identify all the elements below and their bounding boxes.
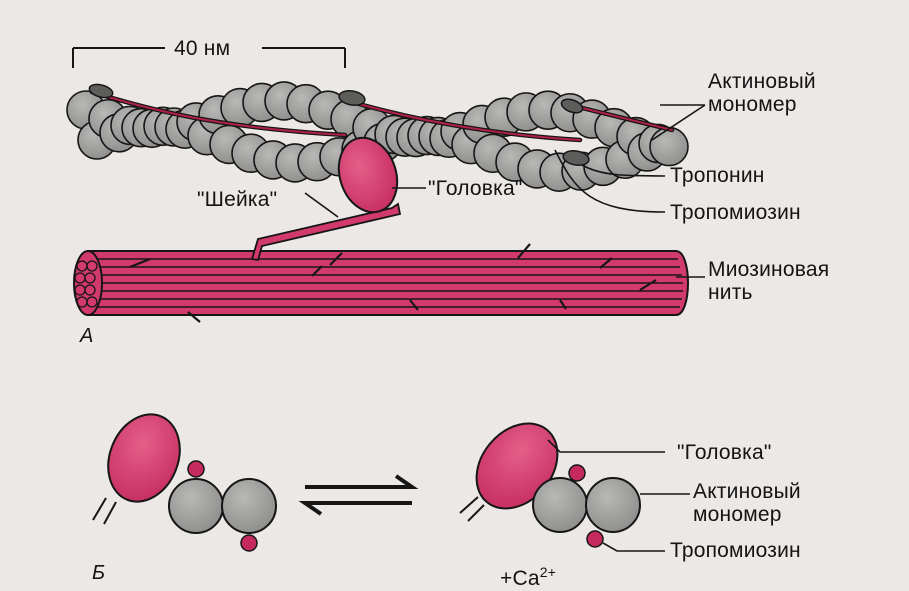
actin-monomer [649, 126, 689, 167]
calcium-charge: 2+ [539, 564, 557, 580]
scale-label: 40 нм [174, 37, 231, 60]
tropomyosin-label-a: Тропомиозин [670, 201, 801, 224]
troponin-complex [88, 83, 590, 167]
panel-b-right [459, 422, 641, 548]
scale-bar [72, 47, 346, 68]
panel-a-label: А [80, 325, 94, 347]
myosin-filament [73, 243, 689, 323]
equilibrium-arrows [298, 474, 419, 516]
leader-lines-a [304, 104, 706, 278]
actin-monomer-label-b-line2: мономер [693, 503, 782, 526]
myosin-filament-label-line1: Миозиновая [708, 258, 830, 281]
actin-monomer-label-line1: Актиновый [708, 70, 816, 93]
myosin-head-a [250, 136, 402, 262]
head-label-b: "Головка" [677, 441, 772, 464]
actin-monomer-label-b-line1: Актиновый [693, 480, 801, 503]
calcium-label: +Ca2+ [500, 561, 556, 590]
panel-b-label: Б [92, 562, 106, 584]
leader-lines-b [547, 439, 690, 552]
calcium-symbol: +Ca [500, 567, 540, 590]
panel-b-left [92, 413, 277, 552]
myosin-filament-label-line2: нить [708, 281, 753, 304]
tropomyosin-label-b: Тропомиозин [670, 539, 801, 562]
head-label-a: "Головка" [428, 177, 523, 200]
troponin-label: Тропонин [670, 164, 765, 187]
actin-monomer-label-line2: мономер [708, 93, 797, 116]
neck-label: "Шейка" [197, 188, 278, 211]
